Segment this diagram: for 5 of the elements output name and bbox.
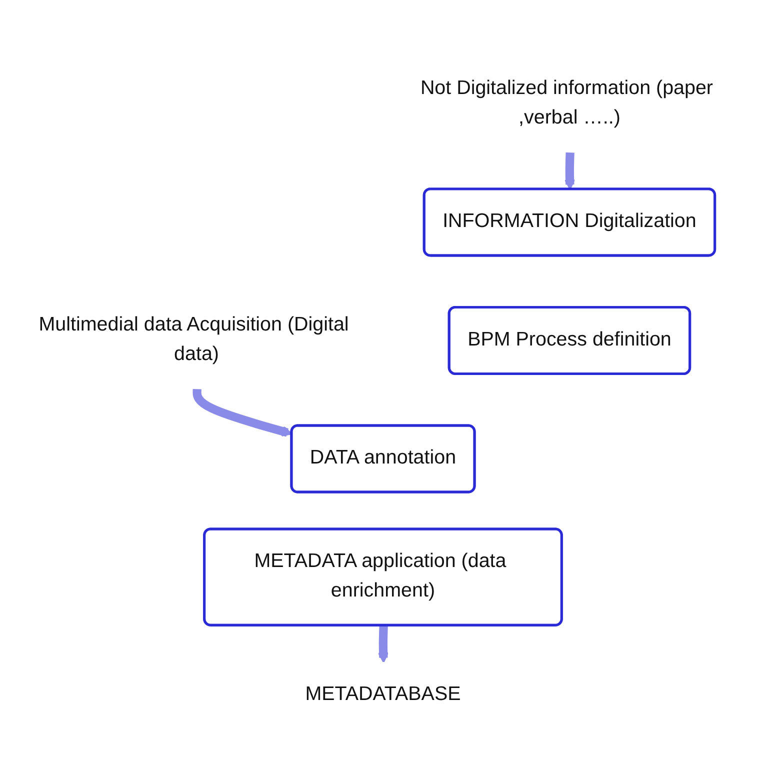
arrow — [564, 151, 576, 190]
arrow — [378, 624, 389, 663]
node-text: Not Digitalized information (paper ,verbal …..) — [420, 78, 714, 128]
node-text: METADATABASE — [305, 684, 461, 705]
node-text: Multimedial data Acquisition (Digital data) — [38, 314, 349, 365]
